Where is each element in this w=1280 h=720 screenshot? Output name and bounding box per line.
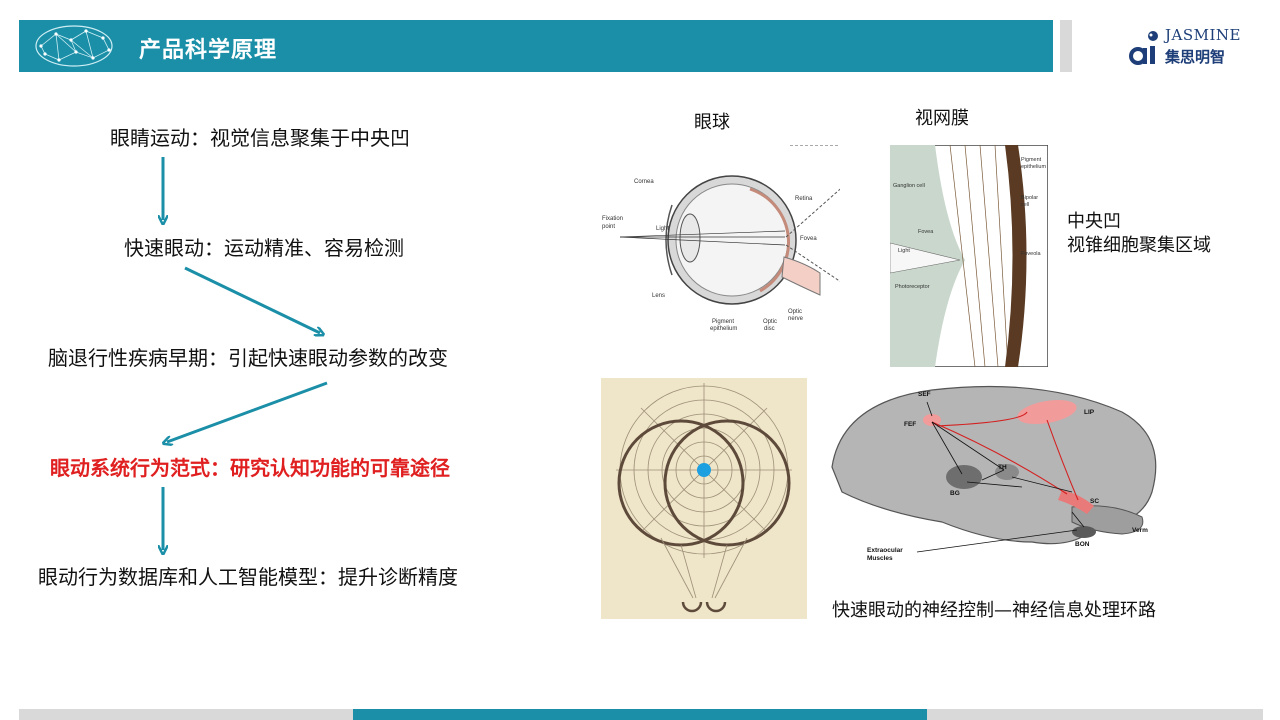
arrow-3-4 xyxy=(167,381,328,442)
svg-text:Pigment: Pigment xyxy=(712,319,734,325)
svg-text:SC: SC xyxy=(1090,498,1099,505)
svg-text:Fovea: Fovea xyxy=(800,236,817,242)
svg-text:Optic: Optic xyxy=(788,309,802,315)
footer-bar-right xyxy=(927,709,1263,720)
arrow-2-3 xyxy=(184,266,320,333)
logo-brand-text: JASMINE xyxy=(1165,26,1241,44)
svg-text:FEF: FEF xyxy=(904,421,916,428)
flow-step-saccade: 快速眼动：运动精准、容易检测 xyxy=(124,236,404,260)
flow-step-database-ai: 眼动行为数据库和人工智能模型：提升诊断精度 xyxy=(38,565,458,589)
svg-text:epithelium: epithelium xyxy=(710,326,737,332)
logo-cn-text: 集思明智 xyxy=(1165,48,1226,66)
retina-detail-diagram: Ganglion cell Fovea Light Photoreceptor … xyxy=(890,145,1048,367)
svg-text:LIP: LIP xyxy=(1084,409,1095,416)
svg-text:disc: disc xyxy=(764,326,775,332)
company-logo: JASMINE 集思明智 xyxy=(1125,26,1255,70)
svg-text:Photoreceptor: Photoreceptor xyxy=(895,284,930,290)
svg-text:Retina: Retina xyxy=(795,196,813,202)
svg-text:BON: BON xyxy=(1075,541,1090,548)
footer-bar-left xyxy=(19,709,353,720)
logo-mark-icon xyxy=(1129,31,1158,65)
brain-saccade-circuit-diagram: SEF FEF LIP TH BG SC BON Verm Extraocula… xyxy=(831,385,1157,562)
svg-text:Bipolar: Bipolar xyxy=(1021,195,1038,201)
svg-text:BG: BG xyxy=(950,490,960,497)
brain-network-icon xyxy=(35,25,113,67)
svg-text:Verm: Verm xyxy=(1132,527,1148,534)
svg-text:point: point xyxy=(602,224,615,230)
svg-text:epithelium: epithelium xyxy=(1021,164,1046,170)
header-divider xyxy=(1060,20,1072,72)
footer-bar-center xyxy=(353,709,927,720)
header-bar: 产品科学原理 xyxy=(19,20,1053,72)
svg-text:Pigment: Pigment xyxy=(1021,157,1042,163)
svg-text:Lens: Lens xyxy=(652,293,665,299)
fovea-label: 中央凹视锥细胞聚集区域 xyxy=(1067,211,1211,256)
svg-text:nerve: nerve xyxy=(788,316,804,322)
visual-field-chart xyxy=(601,378,807,619)
neural-control-label: 快速眼动的神经控制—神经信息处理环路 xyxy=(832,600,1156,621)
svg-text:Light: Light xyxy=(656,226,669,232)
page-title: 产品科学原理 xyxy=(139,38,278,63)
svg-text:Muscles: Muscles xyxy=(867,555,893,562)
eyeball-diagram: Cornea Fixation point Light Lens Retina F… xyxy=(602,145,840,332)
svg-text:Optic: Optic xyxy=(763,319,777,325)
svg-text:Ganglion cell: Ganglion cell xyxy=(893,183,925,189)
svg-text:Cornea: Cornea xyxy=(634,179,654,185)
svg-text:SEF: SEF xyxy=(918,391,931,398)
svg-text:TH: TH xyxy=(998,464,1007,471)
svg-text:Fixation: Fixation xyxy=(602,216,623,222)
svg-text:cell: cell xyxy=(1021,202,1029,208)
svg-text:Foveola: Foveola xyxy=(1021,251,1042,257)
svg-text:Fovea: Fovea xyxy=(918,229,934,235)
svg-text:Extraocular: Extraocular xyxy=(867,547,903,554)
retina-label: 视网膜 xyxy=(915,108,969,129)
flow-arrows xyxy=(0,157,328,720)
flow-step-eye-movement: 眼睛运动：视觉信息聚集于中央凹 xyxy=(110,126,410,150)
eyeball-label: 眼球 xyxy=(694,112,730,133)
flow-step-neurodegeneration: 脑退行性疾病早期：引起快速眼动参数的改变 xyxy=(48,346,448,370)
svg-text:Light: Light xyxy=(898,248,910,254)
flow-step-paradigm: 眼动系统行为范式：研究认知功能的可靠途径 xyxy=(50,456,450,480)
